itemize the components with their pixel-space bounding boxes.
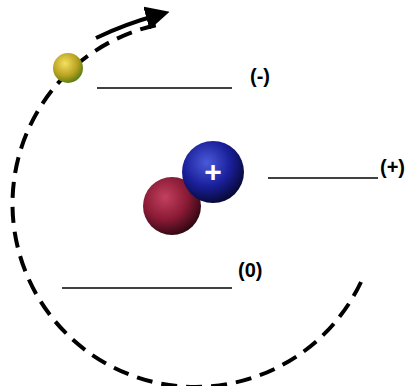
electron: [53, 53, 83, 83]
proton-sphere: +: [182, 141, 244, 203]
orbit-arrow: [96, 15, 158, 38]
charge-label: (-): [250, 66, 270, 86]
orbit-path: [12, 24, 361, 386]
charge-sign: +: [204, 157, 222, 187]
charge-label: (+): [380, 157, 405, 177]
leader-line: [268, 177, 378, 179]
leader-line: [62, 287, 232, 289]
leader-line: [97, 87, 232, 89]
charge-label: (0): [238, 260, 262, 280]
